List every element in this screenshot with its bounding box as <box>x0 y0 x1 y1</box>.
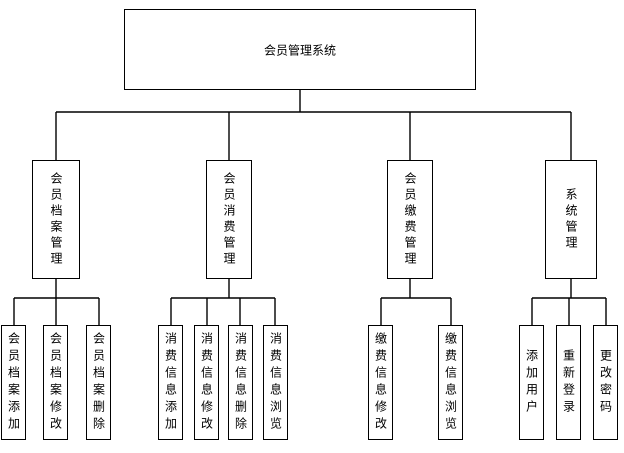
leaf-archive-edit: 会员档案修改 <box>43 325 68 440</box>
module-system-management: 系统管理 <box>545 160 597 279</box>
leaf-label: 添加用户 <box>524 348 539 417</box>
leaf-payment-browse: 缴费信息浏览 <box>438 325 463 440</box>
leaf-label: 会员档案添加 <box>6 331 21 434</box>
leaf-label: 会员档案修改 <box>48 331 63 434</box>
leaf-consumption-browse: 消费信息浏览 <box>263 325 288 440</box>
leaf-consumption-edit: 消费信息修改 <box>194 325 219 440</box>
module-label: 会员档案管理 <box>49 171 63 268</box>
module-member-archive: 会员档案管理 <box>32 160 80 279</box>
leaf-label: 消费信息浏览 <box>268 331 283 434</box>
leaf-label: 重新登录 <box>561 348 576 417</box>
module-label: 会员消费管理 <box>222 171 236 268</box>
leaf-label: 消费信息修改 <box>199 331 214 434</box>
module-member-payment: 会员缴费管理 <box>387 160 433 279</box>
root-label: 会员管理系统 <box>263 43 336 57</box>
module-member-consumption: 会员消费管理 <box>206 160 252 279</box>
leaf-archive-add: 会员档案添加 <box>1 325 26 440</box>
leaf-label: 消费信息删除 <box>233 331 248 434</box>
leaf-add-user: 添加用户 <box>519 325 544 440</box>
leaf-label: 会员档案删除 <box>91 331 106 434</box>
leaf-change-password: 更改密码 <box>593 325 618 440</box>
leaf-consumption-add: 消费信息添加 <box>158 325 183 440</box>
leaf-label: 更改密码 <box>598 348 613 417</box>
root-node: 会员管理系统 <box>124 9 476 90</box>
leaf-label: 消费信息添加 <box>163 331 178 434</box>
module-label: 系统管理 <box>564 187 578 252</box>
leaf-relogin: 重新登录 <box>556 325 581 440</box>
leaf-label: 缴费信息浏览 <box>443 331 458 434</box>
leaf-payment-edit: 缴费信息修改 <box>368 325 393 440</box>
module-label: 会员缴费管理 <box>403 171 417 268</box>
leaf-consumption-delete: 消费信息删除 <box>228 325 253 440</box>
leaf-archive-delete: 会员档案删除 <box>86 325 111 440</box>
leaf-label: 缴费信息修改 <box>373 331 388 434</box>
